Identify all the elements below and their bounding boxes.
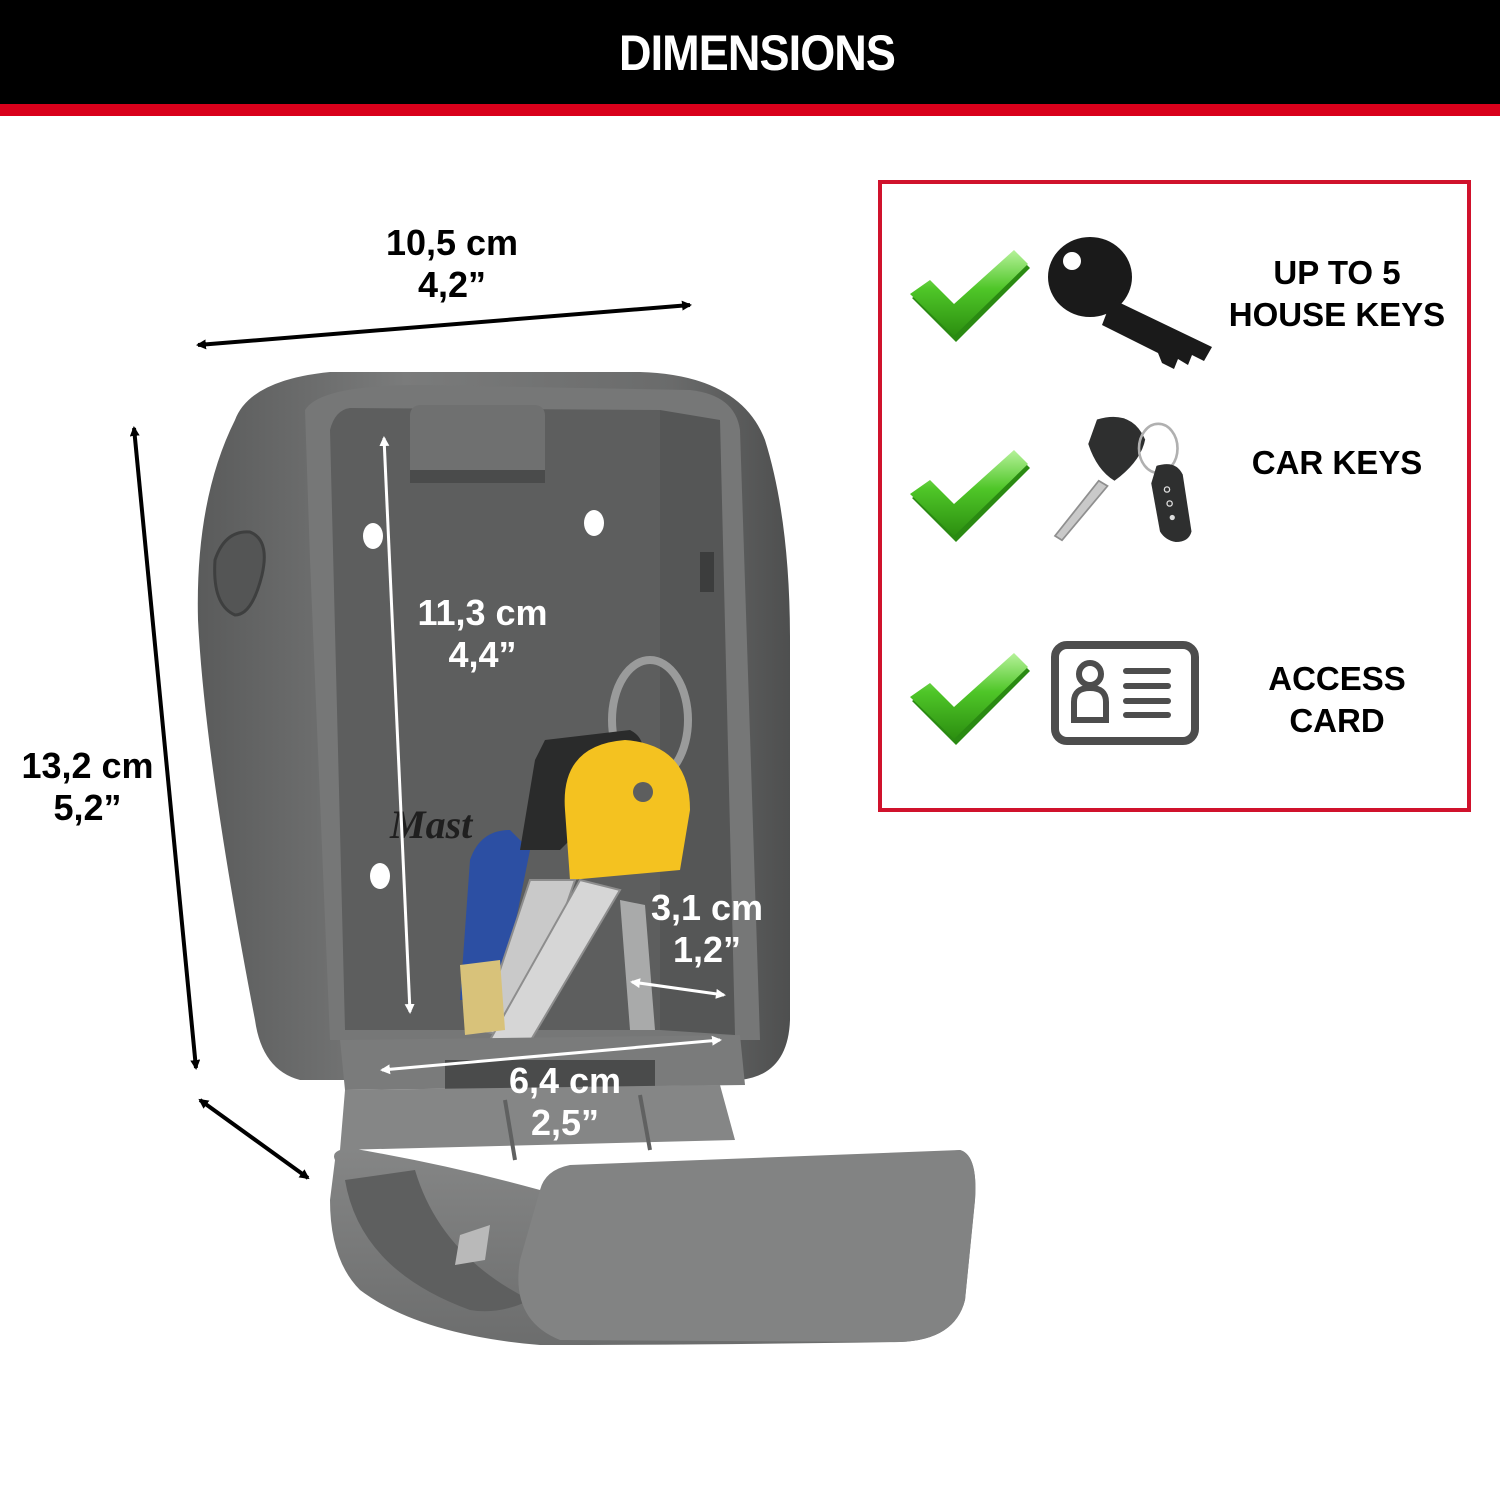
feature-label-house-keys: UP TO 5 HOUSE KEYS bbox=[1228, 254, 1446, 333]
feature-label-car-keys: CAR KEYS bbox=[1251, 444, 1423, 481]
checkmark-icon bbox=[910, 450, 1030, 542]
width-imperial: 4,2” bbox=[417, 264, 487, 305]
inner-width-dimension-label: 6,4 cm 2,5” bbox=[490, 1060, 640, 1144]
checkmark-icon bbox=[910, 653, 1030, 745]
page-title: DIMENSIONS bbox=[618, 25, 896, 81]
height-dimension-label: 13,2 cm 5,2” bbox=[5, 745, 170, 829]
inner-depth-imperial: 1,2” bbox=[672, 929, 742, 970]
depth-arrow bbox=[198, 1098, 310, 1180]
feature-label-access-card: ACCESS CARD bbox=[1268, 660, 1406, 739]
inner-width-metric: 6,4 cm bbox=[508, 1060, 622, 1101]
header-red-stripe bbox=[0, 104, 1500, 116]
inner-width-imperial: 2,5” bbox=[530, 1102, 600, 1143]
width-arrow bbox=[196, 300, 692, 350]
height-imperial: 5,2” bbox=[53, 787, 122, 828]
feature-row-house-keys: UP TO 5 HOUSE KEYS bbox=[882, 224, 1467, 369]
height-metric: 13,2 cm bbox=[21, 745, 154, 786]
inner-depth-arrow bbox=[630, 978, 726, 999]
inner-width-arrow bbox=[380, 1035, 722, 1075]
height-arrow bbox=[129, 426, 201, 1070]
car-key-icon bbox=[1053, 416, 1192, 542]
inner-height-metric: 11,3 cm bbox=[417, 592, 548, 633]
feature-row-car-keys: CAR KEYS bbox=[882, 416, 1467, 564]
feature-row-access-card: ACCESS CARD bbox=[882, 624, 1467, 764]
house-key-icon bbox=[1048, 237, 1212, 369]
inner-depth-metric: 3,1 cm bbox=[650, 887, 764, 928]
width-dimension-label: 10,5 cm 4,2” bbox=[352, 222, 552, 306]
access-card-icon bbox=[1051, 641, 1199, 745]
header-bar: DIMENSIONS bbox=[0, 0, 1500, 104]
inner-height-dimension-label: 11,3 cm 4,4” bbox=[400, 592, 565, 676]
capacity-panel: UP TO 5 HOUSE KEYS CAR KEYS bbox=[878, 180, 1471, 812]
inner-height-arrow bbox=[379, 436, 415, 1014]
checkmark-icon bbox=[910, 250, 1030, 342]
inner-height-imperial: 4,4” bbox=[448, 634, 517, 675]
inner-depth-dimension-label: 3,1 cm 1,2” bbox=[632, 887, 782, 971]
width-metric: 10,5 cm bbox=[385, 222, 519, 263]
